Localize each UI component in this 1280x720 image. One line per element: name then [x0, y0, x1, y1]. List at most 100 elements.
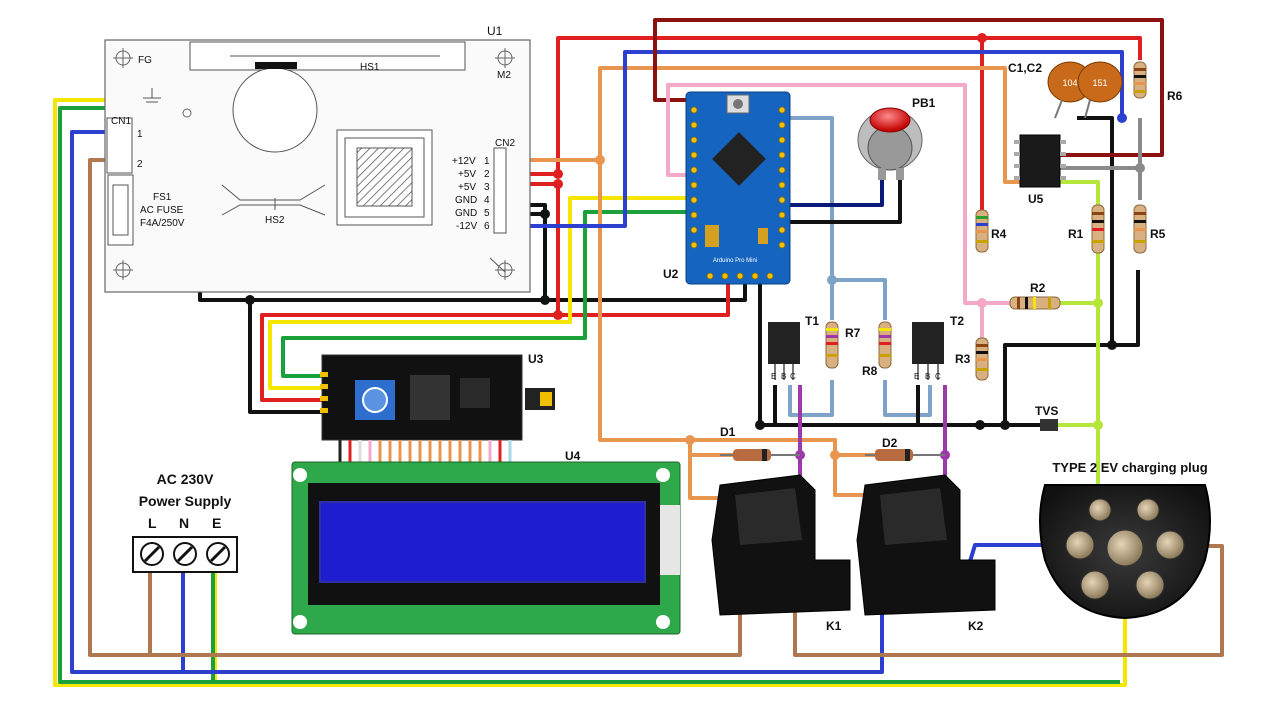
- arduino-board-text: Arduino Pro Mini: [713, 258, 757, 264]
- cn2-pin-label: +5V: [458, 182, 476, 193]
- wire-gnd-right: [1003, 270, 1140, 425]
- power-e-label: E: [212, 515, 221, 531]
- junction-dot: [755, 420, 765, 430]
- t2-label: T2: [950, 314, 964, 328]
- cn2-label: CN2: [495, 138, 515, 149]
- junction-dot: [975, 420, 985, 430]
- junction-dot: [553, 310, 563, 320]
- resistor-r6: [1133, 61, 1147, 99]
- c1-code: 104: [1062, 78, 1077, 88]
- transistor-t2: [912, 322, 944, 380]
- cn2-pin-num: 4: [484, 195, 490, 206]
- fuse-line2: F4A/250V: [140, 218, 185, 229]
- opamp-ref: U5: [1028, 192, 1044, 206]
- wire-5v-i2c: [260, 184, 560, 402]
- relay-k1: [711, 474, 851, 616]
- wire-12v-d1b: [688, 440, 733, 457]
- junction-dot: [685, 435, 695, 445]
- t1-b-label: B: [781, 372, 786, 381]
- arduino-pro-mini: Arduino Pro Mini: [685, 91, 791, 285]
- cn2-pin-label: +5V: [458, 169, 476, 180]
- junction-dot: [1093, 298, 1103, 308]
- wire-darkred: [653, 18, 1164, 157]
- type2-plug: [1039, 484, 1211, 620]
- cn2-pin-num: 5: [484, 208, 490, 219]
- k1-label: K1: [826, 619, 842, 633]
- lcd-display: [291, 461, 681, 635]
- junction-dot: [540, 295, 550, 305]
- junction-dot: [977, 33, 987, 43]
- power-title-line1: AC 230V: [157, 471, 214, 487]
- wire-gnd-i2c: [248, 300, 325, 414]
- junction-dot: [1135, 163, 1145, 173]
- t2-b-label: B: [925, 372, 930, 381]
- wire-pink-r3: [965, 301, 984, 340]
- junction-dot: [830, 450, 840, 460]
- wire-12v-d2: [833, 440, 875, 457]
- power-l-label: L: [148, 515, 157, 531]
- tvs-label: TVS: [1035, 404, 1058, 418]
- cn1-pin2: 2: [137, 159, 143, 170]
- resistor-r7: [825, 321, 839, 369]
- wire-scl-green: [281, 210, 710, 378]
- resistor-r8: [878, 321, 892, 369]
- wire-line-brown: [88, 158, 152, 657]
- wire-neg12v: [505, 50, 1124, 228]
- cn2-pin-num: 1: [484, 156, 490, 167]
- wire-earth-green: [58, 106, 215, 684]
- wire-5v-arduino: [558, 270, 730, 317]
- arduino-ref: U2: [663, 267, 679, 281]
- wire-sda-yellow: [268, 196, 710, 390]
- junction-dot: [977, 298, 987, 308]
- junction-dot: [1117, 113, 1127, 123]
- cn2-pin-num: 3: [484, 182, 490, 193]
- junction-dot: [1000, 420, 1010, 430]
- i2c-ref: U3: [528, 352, 544, 366]
- diode-d1: [720, 449, 800, 461]
- power-supply-module: [104, 39, 531, 293]
- tvs-diode: [1040, 419, 1058, 431]
- button-ref: PB1: [912, 96, 936, 110]
- t2-c-label: C: [935, 372, 941, 381]
- wire-steel-t1: [788, 380, 834, 417]
- r8-label: R8: [862, 364, 878, 378]
- hs2-label: HS2: [265, 215, 285, 226]
- resistor-r3: [975, 337, 989, 381]
- wire-12v-d1: [688, 440, 728, 500]
- caps-ref: C1,C2: [1008, 61, 1042, 75]
- t1-label: T1: [805, 314, 819, 328]
- wire-neutral-blue: [70, 130, 185, 674]
- junction-dot: [553, 179, 563, 189]
- t1-c-label: C: [790, 372, 796, 381]
- wire-k1-to-plug: [793, 544, 1224, 657]
- cn2-pin-label: +12V: [452, 156, 476, 167]
- d1-label: D1: [720, 425, 736, 439]
- power-n-label: N: [179, 515, 189, 531]
- k2-label: K2: [968, 619, 984, 633]
- relay-k2: [856, 474, 996, 616]
- cn2-pin-label: GND: [455, 208, 477, 219]
- junction-dot: [827, 275, 837, 285]
- cn2-pin-num: 2: [484, 169, 490, 180]
- wire-gnd-u5: [1077, 116, 1114, 345]
- junction-dot: [540, 209, 550, 219]
- resistors: [825, 61, 1147, 381]
- resistor-r2: [1009, 296, 1061, 310]
- resistor-r1: [1091, 204, 1105, 254]
- cn2-pin-label: -12V: [456, 221, 477, 232]
- ac-terminal-block: [132, 536, 238, 573]
- capacitors: 104 151: [1047, 61, 1123, 119]
- fuse-line1: AC FUSE: [140, 205, 184, 216]
- plug-title: TYPE 2 EV charging plug: [1052, 460, 1207, 475]
- resistor-r4: [975, 209, 989, 253]
- push-button: [857, 107, 923, 180]
- wire-5v-psu: [505, 36, 1142, 176]
- i2c-backpack: [320, 354, 555, 480]
- junction-dot: [595, 155, 605, 165]
- power-title-line2: Power Supply: [139, 493, 232, 509]
- lcd-ref: U4: [565, 449, 581, 463]
- diode-d2: [865, 449, 945, 461]
- junction-dot: [553, 169, 563, 179]
- r1-label: R1: [1068, 227, 1084, 241]
